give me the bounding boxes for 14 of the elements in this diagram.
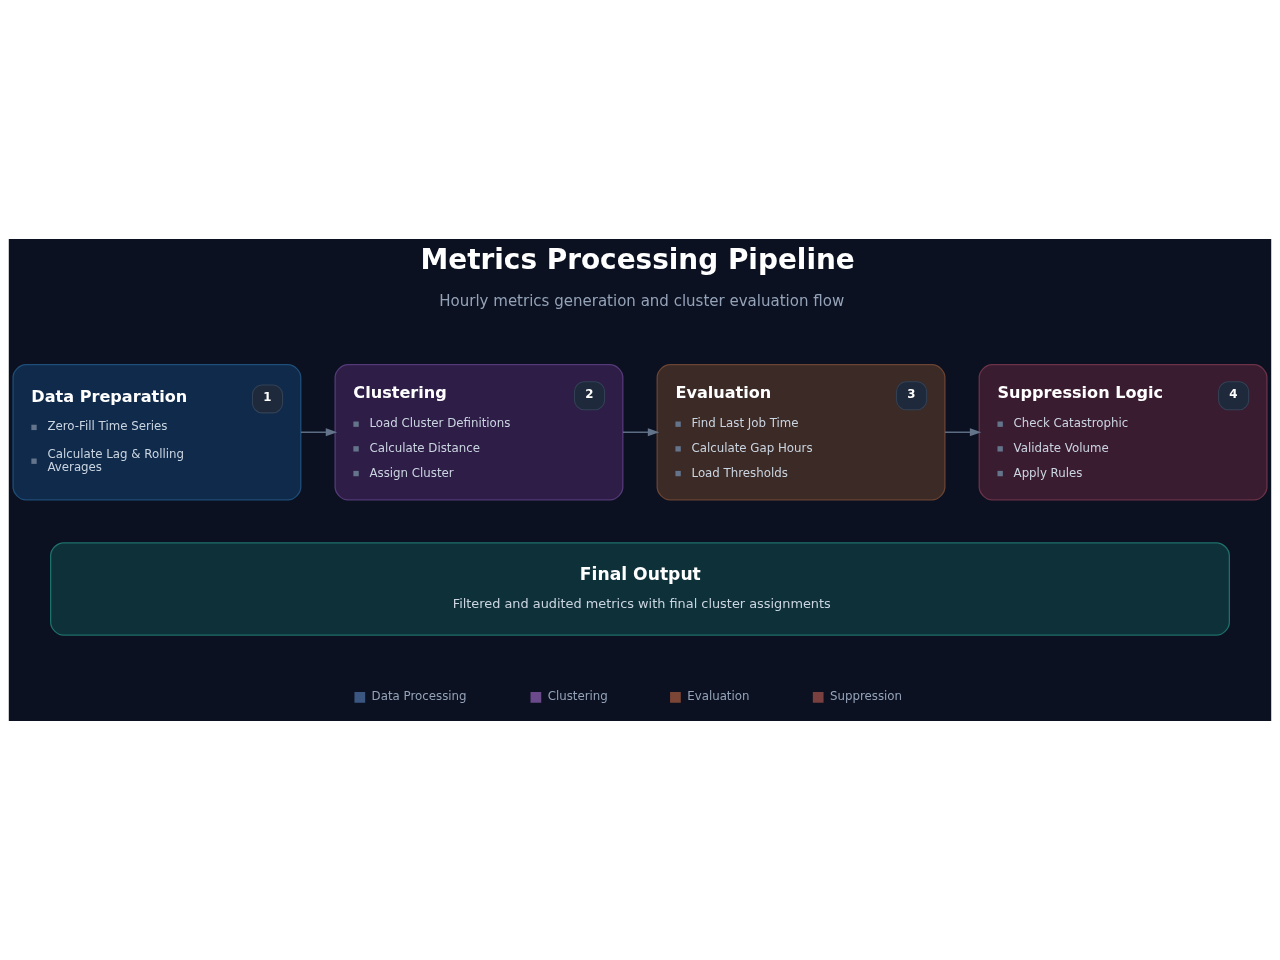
node-box: Clustering 2 Load Cluster Definitions Calculate Distance Assign Cluster (334, 363, 624, 501)
node-box: Final Output Filtered and audited metrics with final cluster assignments (50, 542, 1230, 636)
node-box: Data Preparation 1 Zero-Fill Time Series Calculate Lag & Rolling Averages (12, 363, 302, 501)
arrow (622, 428, 660, 437)
legend-label: Evaluation (687, 689, 750, 704)
diagram-title: Metrics Processing Pipeline (420, 242, 855, 276)
legend-label: Data Processing (371, 689, 467, 704)
arrow (944, 428, 982, 437)
arrow (300, 428, 338, 437)
legend-label: Suppression (830, 689, 903, 704)
label: Hourly metrics generation and cluster evaluation flow (439, 292, 845, 311)
node-box: Suppression Logic 4 Check Catastrophic Validate Volume Apply Rules (978, 363, 1268, 501)
node-box: Evaluation 3 Find Last Job Time Calculate Gap Hours Load Thresholds (656, 363, 946, 501)
legend-label: Clustering (547, 689, 608, 704)
